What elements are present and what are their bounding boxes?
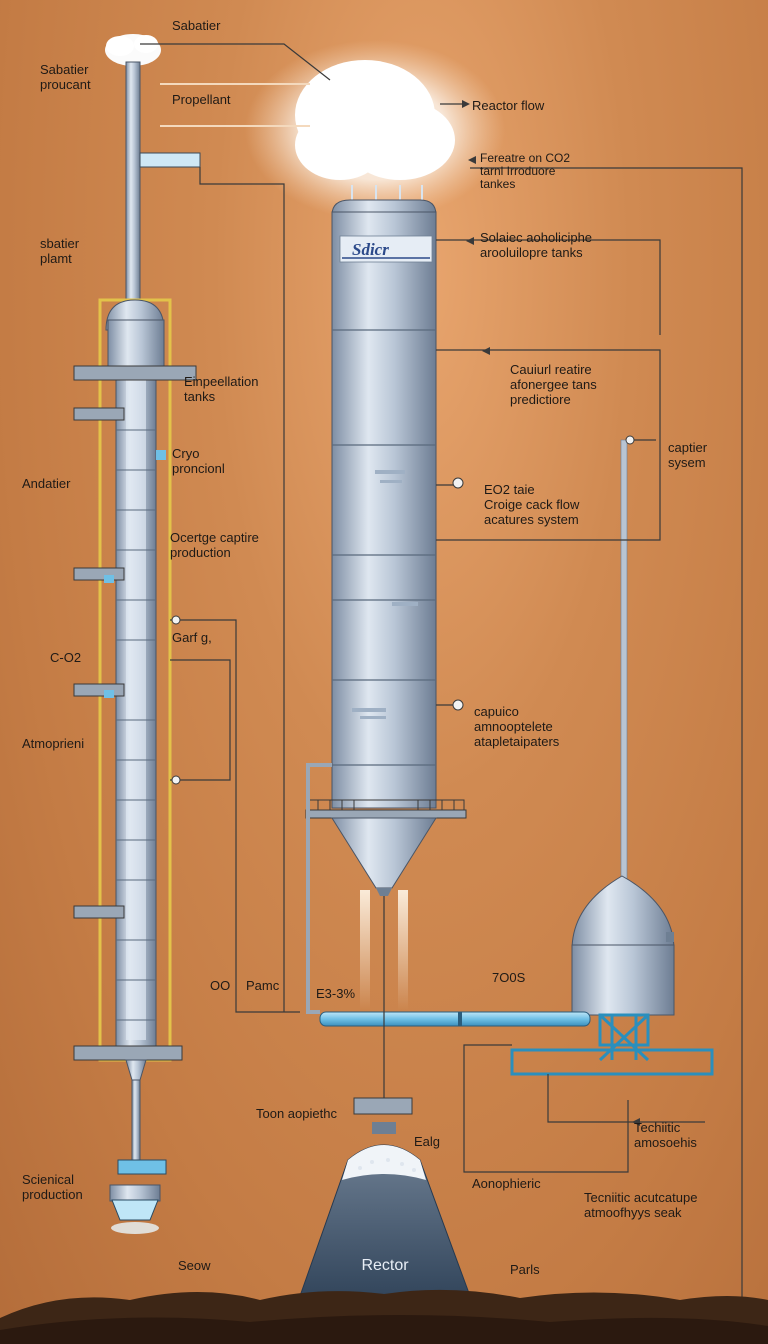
label-e3-3: E3-3% [316,986,356,1001]
label-parls: Parls [510,1262,540,1277]
label-pamc: Pamc [246,978,280,993]
label-techiitic-amosoehis: Techiitic amosoehis [634,1120,697,1150]
left-distillation-column [73,61,201,1234]
label-solaiec-tanks: Solaiec aoholiciphe arooluilopre tanks [480,230,593,260]
label-c-o2: C-O2 [50,650,82,665]
label-cauiurl-reatire: Cauiurl reatire afonergee tans predictio… [510,362,597,407]
label-co2-tanks: Fereatre on CO2 tarnl Irroduore tankes [480,151,571,191]
label-cryo-proncionl: Cryo proncionl [172,446,225,476]
label-andatier: Andatier [22,476,71,491]
ground-terrain [0,1289,768,1344]
label-scienical-production: Scienical production [22,1172,83,1202]
label-sabatier-proucant: Sabatier proucant [40,62,91,92]
label-garf-g: Garf g, [172,630,212,645]
label-seow: Seow [178,1258,211,1273]
label-tecniitic-acutcatupe: Tecniitic acutcatupe atmoofhyys seak [584,1190,698,1220]
column-platforms [73,365,197,1061]
label-7o0s: 7O0S [492,970,526,985]
label-einpeellation-tanks: Einpeellation tanks [184,374,259,404]
label-capuico: capuico amnooptelete atapletaipaters [474,704,560,749]
blue-transfer-pipe [319,1011,591,1027]
label-captier-sysem: captier sysem [668,440,708,470]
label-eo2-taie: EO2 taie Croige cack flow acatures syste… [484,482,580,527]
label-atmoprieni: Atmoprieni [22,736,85,751]
tank-nameplate-title: Sdicr [352,240,389,259]
label-toon-aopiethc: Toon aopiethc [256,1106,337,1121]
label-ealg: Ealg [414,1134,441,1149]
vent-puff [105,34,161,66]
label-sbatier-plamt: sbatier plamt [40,236,80,266]
label-sabatier-top: Sabatier [172,18,221,33]
label-oo: OO [210,978,231,993]
label-aonophieric: Aonophieric [472,1176,541,1191]
label-reactor-flow: Reactor flow [472,98,545,113]
label-reactor: Rector [361,1257,409,1274]
label-propellant: Propellant [172,92,231,107]
reactor-mound [299,1097,471,1297]
right-reactor-tank [510,439,714,1076]
label-ocertge-captire: Ocertge captire production [170,530,259,560]
main-storage-tank [305,185,467,1014]
process-lines [140,43,743,1320]
